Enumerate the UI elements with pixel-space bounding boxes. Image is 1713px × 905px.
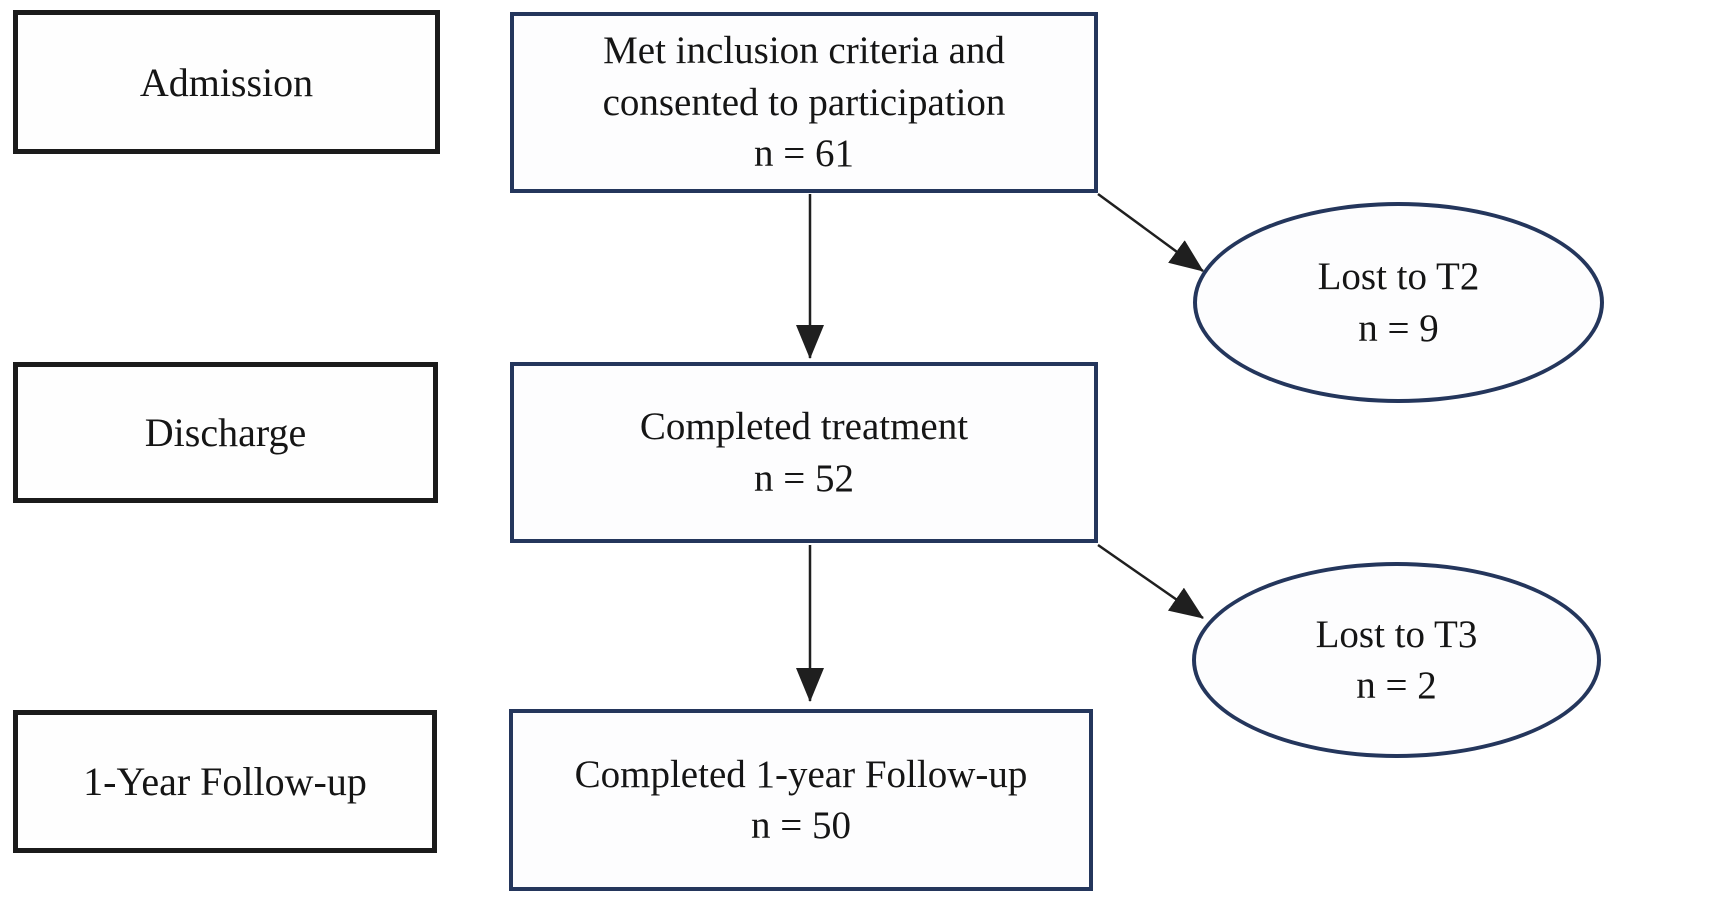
- flow-box-enrollment: Met inclusion criteria and consented to …: [510, 12, 1098, 193]
- stage-label-discharge: Discharge: [13, 362, 438, 503]
- flow-box-text: Completed 1-year Follow-up: [574, 752, 1028, 796]
- dropout-count: n = 2: [1356, 664, 1437, 707]
- flow-box-count: n = 50: [751, 804, 851, 847]
- stage-label-text: Discharge: [144, 410, 307, 455]
- flow-box-completed-1-year-follow-up: Completed 1-year Follow-up n = 50: [509, 709, 1093, 891]
- flow-box-completed-treatment: Completed treatment n = 52: [510, 362, 1098, 543]
- dropout-ellipse-lost-to-t2: Lost to T2 n = 9: [1193, 202, 1604, 403]
- stage-label-1-year-follow-up: 1-Year Follow-up: [13, 710, 437, 853]
- flow-box-text: Met inclusion criteria and consented to …: [602, 29, 1006, 124]
- dropout-ellipse-lost-to-t3: Lost to T3 n = 2: [1192, 562, 1601, 758]
- stage-label-text: 1-Year Follow-up: [83, 759, 367, 804]
- arrow-treatment-to-lost-t3: [1097, 543, 1204, 620]
- dropout-text: Lost to T3: [1315, 612, 1478, 656]
- flow-box-count: n = 52: [754, 456, 854, 500]
- dropout-count: n = 9: [1358, 306, 1439, 350]
- stage-label-text: Admission: [139, 59, 314, 105]
- flow-box-text: Completed treatment: [639, 405, 969, 449]
- stage-label-admission: Admission: [13, 10, 440, 154]
- flow-box-count: n = 61: [754, 132, 854, 176]
- arrow-enrollment-to-lost-t2: [1097, 192, 1204, 273]
- dropout-text: Lost to T2: [1317, 255, 1480, 299]
